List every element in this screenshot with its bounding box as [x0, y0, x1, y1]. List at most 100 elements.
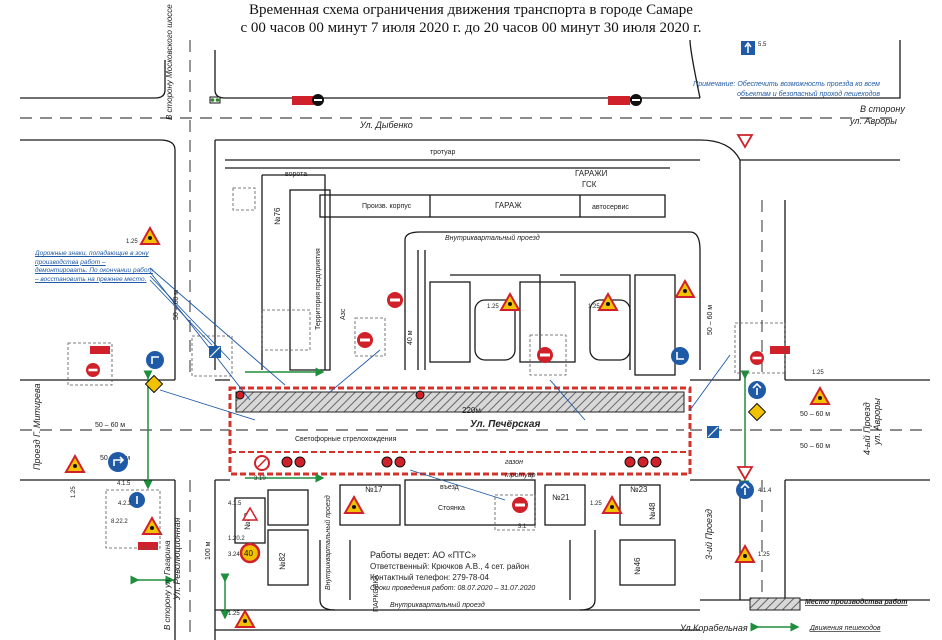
svg-text:40: 40: [244, 549, 253, 558]
street-korabelnaya: Ул.Корабельная: [679, 623, 748, 633]
legend-work-label: Место производства работ: [805, 598, 907, 606]
legend-work-swatch: [749, 597, 801, 611]
work-responsible: Ответственный: Крючков А.В., 4 сет. райо…: [370, 562, 529, 571]
label-avtoservis: автосервис: [592, 204, 629, 211]
direction-sign-icon: [108, 452, 128, 472]
direction-sign-icon: [146, 351, 164, 369]
speed-limit-40-icon: 40: [239, 542, 261, 564]
sign-code-414: 4.1.4: [758, 488, 772, 494]
label-garazh: ГАРАЖ: [495, 201, 522, 210]
sign-code-125c: 1.25: [812, 370, 824, 376]
main-road-sign-icon: [747, 402, 767, 422]
work-info: Работы ведет: АО «ПТС» Ответственный: Кр…: [370, 550, 535, 592]
street-pecherskaya: Ул. Печёрская: [470, 419, 540, 430]
barrier-chevron-icon: [770, 346, 790, 354]
signal-lights-icon: [235, 390, 662, 468]
sign-code-125h: 1.25: [588, 304, 600, 310]
sign-code-4202: 4.2.2: [118, 501, 132, 507]
roadwork-sign-icon: [343, 494, 365, 514]
roadwork-sign-icon: [141, 515, 163, 535]
no-entry-sign-icon: [357, 332, 373, 348]
page-subtitle: с 00 часов 00 минут 7 июля 2020 г. до 20…: [240, 20, 702, 36]
label-gsk: ГСК: [582, 180, 597, 189]
label-vnutrikv-top: Внутриквартальный проезд: [445, 234, 540, 242]
yield-sign-icon: [736, 466, 754, 481]
direction-sign-icon: [671, 347, 689, 365]
roadwork-sign-icon: [234, 608, 256, 628]
direction-sign-icon: [736, 481, 754, 499]
distance-right2: 50 – 60 м: [800, 443, 830, 450]
direction-to-moskovskoe: В сторону Московского шоссе: [165, 4, 174, 120]
distance-40: 40 м: [407, 330, 414, 345]
main-road-sign-icon: [144, 374, 164, 394]
roadwork-sign-icon: [139, 225, 161, 245]
label-prom-korpus: Произв. корпус: [362, 203, 412, 210]
sign-code-310: 3.10: [254, 476, 266, 482]
roadwork-sign-icon: [601, 494, 623, 514]
no-entry-sign-icon: [512, 497, 528, 513]
sign-code-55: 5.5: [758, 42, 767, 48]
roadwork-sign-icon: [64, 453, 86, 473]
pedestrian-crossing-icon: [707, 426, 719, 438]
building-23: №23: [630, 485, 648, 494]
street-avrory-side: ул. Авроры: [872, 398, 882, 446]
label-territoriya: Территория предприятия: [315, 248, 322, 330]
barrier-chevron-icon: [90, 346, 110, 354]
work-zone: [228, 386, 692, 476]
yield-sign-icon: [736, 134, 754, 149]
sign-code-8222: 8.22.2: [111, 519, 128, 525]
street-dybenko: Ул. Дыбенко: [359, 120, 413, 130]
sign-code-125a: 1.25: [126, 239, 138, 245]
note-left: Дорожные знаки, попадающие в зону произв…: [35, 250, 153, 283]
label-gazon: газон: [505, 459, 523, 466]
sign-code-125d: 1.25: [758, 552, 770, 558]
label-vnutrikv-vert: Внутриквартальный проезд: [324, 495, 332, 590]
building-82: №82: [278, 552, 287, 570]
sign-code-415: 4.1.5: [117, 481, 131, 487]
label-azs: Азс: [340, 308, 347, 320]
building-17: №17: [365, 485, 383, 494]
distance-100: 100 м: [205, 541, 212, 560]
label-vnutrikv-bottom: Внутриквартальный проезд: [390, 601, 485, 609]
distance-vert1: 50 – 60 м: [173, 290, 180, 320]
no-entry-sign-icon: [86, 363, 100, 377]
traffic-light-icon: [209, 96, 221, 104]
roadwork-sign-icon: [499, 291, 521, 311]
sign-boxes: [67, 187, 786, 549]
label-stoyanka: Стоянка: [438, 505, 465, 512]
street-avrory-top: ул. Авроры: [849, 116, 897, 126]
label-trotuar-mid: тротуар: [505, 472, 536, 479]
sign-code-125f: 1.25: [590, 501, 602, 507]
label-trotuar-top: тротуар: [430, 149, 455, 156]
label-length-220: 220м: [462, 406, 481, 415]
no-entry-sign-icon: [312, 94, 324, 106]
legend: Место производства работ Движения пешехо…: [749, 597, 907, 632]
sign-code-125b: 1.25: [71, 486, 77, 498]
direction-to-gagarina: В сторону ул. Гагарина: [163, 540, 172, 630]
roadwork-sign-icon: [809, 385, 831, 405]
building-48: №48: [648, 502, 657, 520]
sign-code-324: 3.24: [228, 552, 240, 558]
distance-right: 50 – 60 м: [800, 411, 830, 418]
traffic-lights: [209, 96, 662, 468]
oneway-sign-icon: [741, 41, 755, 55]
building-labels: №76 №17 №21 №23 №48 №80 №82 №46: [243, 207, 657, 575]
street-labels: Ул. Дыбенко Ул. Печёрская Ул. Революцион…: [32, 4, 905, 633]
label-garazhi: ГАРАЖИ: [575, 169, 608, 178]
place-labels: тротуар ГАРАЖИ ГСК ГАРАЖ автосервис Прои…: [285, 149, 629, 612]
sign-code-415b: 4.1.5: [228, 501, 242, 507]
sign-code-125e: 1.25: [228, 611, 240, 617]
sign-code-125g: 1.25: [487, 304, 499, 310]
barrier-chevron-icon: [292, 96, 314, 105]
page-title: Временная схема ограничения движения тра…: [249, 2, 693, 18]
barrier-chevron-icon: [608, 96, 630, 105]
no-entry-sign-icon: [537, 347, 553, 363]
work-performer: Работы ведет: АО «ПТС»: [370, 550, 476, 560]
building-21: №21: [552, 493, 570, 502]
distance-vert2: 50 – 60 м: [707, 305, 714, 335]
street-proezd-mitireva: Проезд Г. Митирева: [32, 383, 42, 470]
building-46: №46: [633, 557, 642, 575]
no-turn-sign-icon: [254, 455, 270, 471]
